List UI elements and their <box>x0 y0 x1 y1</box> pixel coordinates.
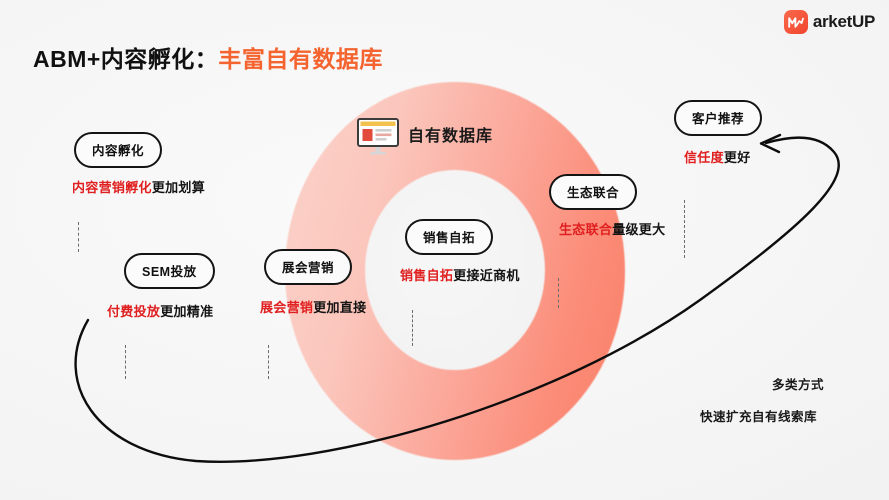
logo-wordmark: arketUP <box>812 12 875 31</box>
caption-black-0: 更加划算 <box>151 180 206 195</box>
caption-red-2: 展会营销 <box>260 300 314 315</box>
caption-content-incubation: 内容营销孵化更加划算 <box>72 177 205 196</box>
page-title: ABM+内容孵化：丰富自有数据库 <box>33 40 383 74</box>
dashed-tick-6 <box>684 200 685 258</box>
caption-black-5: 更好 <box>723 150 751 165</box>
dashed-tick-2 <box>125 345 126 379</box>
center-label: 自有数据库 <box>408 128 494 145</box>
caption-red-1: 付费投放 <box>107 304 161 319</box>
page-title-orange: 丰富自有数据库 <box>218 46 383 72</box>
caption-red-5: 信任度 <box>684 150 724 165</box>
pill-sem[interactable]: SEM投放 <box>124 253 215 289</box>
dashed-tick-4 <box>412 310 413 346</box>
caption-red-3: 销售自拓 <box>400 268 454 283</box>
caption-black-1: 更加精准 <box>160 304 214 319</box>
caption-red-0: 内容营销孵化 <box>72 180 152 195</box>
pill-expo-marketing[interactable]: 展会营销 <box>264 249 353 285</box>
dashed-tick-5 <box>558 278 559 308</box>
outcome-line-1: 多类方式 <box>772 378 825 392</box>
monitor-database-icon <box>357 118 399 156</box>
caption-black-2: 更加直接 <box>313 300 367 315</box>
page-title-black: ABM+内容孵化： <box>33 46 219 72</box>
dashed-tick-1 <box>78 222 79 252</box>
pill-sales-outreach[interactable]: 销售自拓 <box>405 219 494 255</box>
caption-eco-alliance: 生态联合量级更大 <box>559 219 665 238</box>
caption-sales-outreach: 销售自拓更接近商机 <box>400 265 520 284</box>
caption-black-4: 量级更大 <box>612 222 666 237</box>
pill-eco-alliance[interactable]: 生态联合 <box>549 174 638 210</box>
outcome-line-2: 快速扩充自有线索库 <box>700 410 818 424</box>
brand-logo: arketUP <box>783 10 875 34</box>
caption-black-3: 更接近商机 <box>453 268 520 283</box>
caption-red-4: 生态联合 <box>559 222 613 237</box>
pill-customer-referral[interactable]: 客户推荐 <box>674 100 763 136</box>
dashed-tick-3 <box>268 345 269 379</box>
caption-sem: 付费投放更加精准 <box>107 301 213 320</box>
marketup-logo-icon <box>783 10 808 34</box>
caption-expo-marketing: 展会营销更加直接 <box>260 297 366 316</box>
caption-customer-referral: 信任度更好 <box>684 147 751 166</box>
pill-content-incubation[interactable]: 内容孵化 <box>74 132 163 168</box>
